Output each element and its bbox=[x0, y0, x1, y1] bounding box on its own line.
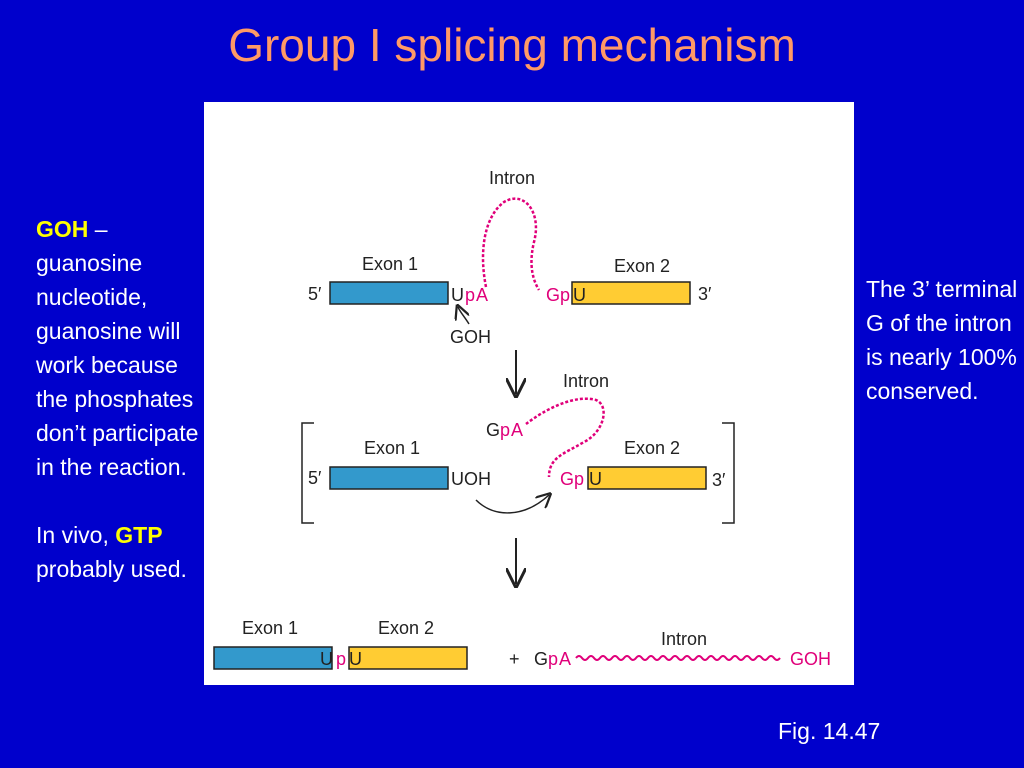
step1-intron-label: Intron bbox=[489, 168, 535, 188]
step2-g: G bbox=[560, 469, 574, 489]
in-vivo-suffix: probably used. bbox=[36, 556, 187, 582]
step2-g-top: G bbox=[486, 420, 500, 440]
step3-plus: + bbox=[509, 649, 520, 669]
step1-p2: p bbox=[560, 285, 570, 305]
step1-u: U bbox=[451, 285, 464, 305]
step2-five-prime: 5′ bbox=[308, 468, 322, 488]
step2-intron-loop bbox=[525, 397, 605, 478]
step3-g: G bbox=[534, 649, 548, 669]
step3-p2: p bbox=[548, 649, 558, 669]
step1-exon1-label: Exon 1 bbox=[362, 254, 418, 274]
in-vivo-prefix: In vivo, bbox=[36, 522, 116, 548]
step1-five-prime: 5′ bbox=[308, 284, 322, 304]
step2-three-prime: 3′ bbox=[712, 470, 726, 490]
step1-attack-arrow bbox=[458, 307, 470, 325]
step2-a-top: A bbox=[511, 420, 523, 440]
step1-u2: U bbox=[573, 285, 586, 305]
step3-exon1-bar bbox=[213, 646, 333, 670]
step2-exon1-label: Exon 1 bbox=[364, 438, 420, 458]
step1-p: p bbox=[465, 285, 475, 305]
goh-explanation: GOH – guanosine nucleotide, guanosine wi… bbox=[36, 212, 206, 586]
step3-goh: GOH bbox=[790, 649, 831, 669]
step-3: Exon 1 Exon 2 U p U + G p A Intron GOH bbox=[213, 618, 831, 670]
step2-u: U bbox=[589, 469, 602, 489]
step1-intron-loop bbox=[481, 197, 541, 291]
step2-exon2-bar bbox=[587, 466, 707, 490]
diagram-panel: Intron Exon 1 Exon 2 5′ 3′ U p A G p U G… bbox=[204, 102, 854, 685]
figure-reference: Fig. 14.47 bbox=[778, 718, 881, 744]
step2-exon1-bar bbox=[329, 466, 449, 490]
step3-exon1-label: Exon 1 bbox=[242, 618, 298, 638]
step2-p-top: p bbox=[500, 420, 510, 440]
step2-p: p bbox=[574, 469, 584, 489]
step1-exon1-bar bbox=[329, 281, 449, 305]
splicing-diagram: Intron Exon 1 Exon 2 5′ 3′ U p A G p U G… bbox=[213, 168, 831, 670]
step-2: Intron G p A Exon 1 Exon 2 5′ 3′ UOH G p… bbox=[301, 371, 735, 524]
step3-exon2-bar bbox=[348, 646, 468, 670]
goh-description: guanosine nucleotide, guanosine will wor… bbox=[36, 250, 199, 480]
step1-a: A bbox=[476, 285, 488, 305]
step-1: Intron Exon 1 Exon 2 5′ 3′ U p A G p U G… bbox=[308, 168, 712, 347]
step1-three-prime: 3′ bbox=[698, 284, 712, 304]
step3-exon2-label: Exon 2 bbox=[378, 618, 434, 638]
right-bracket bbox=[722, 422, 735, 524]
step3-intron-label: Intron bbox=[661, 629, 707, 649]
step3-u: U bbox=[320, 649, 333, 669]
step2-intron-label: Intron bbox=[563, 371, 609, 391]
left-bracket bbox=[301, 422, 314, 524]
step1-exon2-label: Exon 2 bbox=[614, 256, 670, 276]
step1-g: G bbox=[546, 285, 560, 305]
step2-uoh: UOH bbox=[451, 469, 491, 489]
step2-attack-arrow bbox=[475, 495, 549, 514]
conservation-note: The 3’ terminal G of the intron is nearl… bbox=[866, 276, 1018, 404]
goh-dash: – bbox=[88, 216, 108, 242]
gtp-term: GTP bbox=[115, 522, 163, 548]
goh-term: GOH bbox=[36, 216, 89, 242]
step3-u2: U bbox=[349, 649, 362, 669]
step3-linear-intron bbox=[575, 655, 781, 661]
step1-goh: GOH bbox=[450, 327, 491, 347]
slide-title: Group I splicing mechanism bbox=[228, 19, 796, 71]
step3-p: p bbox=[336, 649, 346, 669]
step2-exon2-label: Exon 2 bbox=[624, 438, 680, 458]
step3-a: A bbox=[559, 649, 571, 669]
step1-exon2-bar bbox=[571, 281, 691, 305]
